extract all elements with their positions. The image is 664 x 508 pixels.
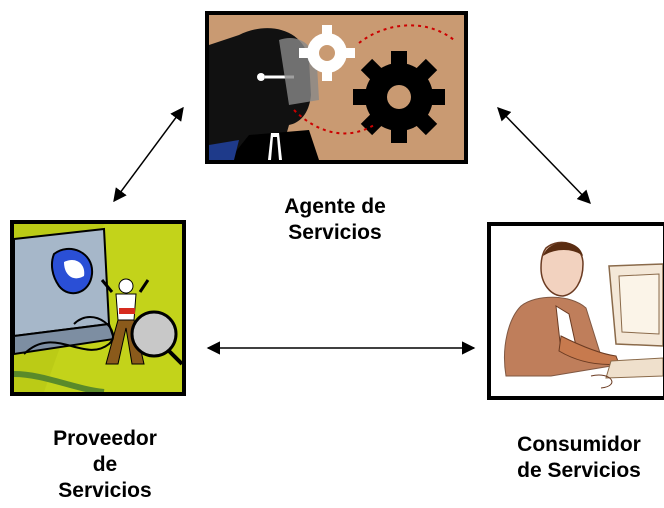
consumer-image — [487, 222, 664, 400]
consumer-label-line1: Consumidor — [517, 433, 641, 456]
provider-label: Proveedor de Servicios — [20, 426, 190, 504]
agent-label-line1: Agente de — [284, 195, 386, 218]
agent-label-line2: Servicios — [288, 221, 382, 244]
agent-label: Agente de Servicios — [245, 194, 425, 246]
consumer-label-line2: de Servicios — [517, 459, 641, 482]
arrow-agent-provider — [113, 106, 184, 203]
computer-with-person-and-magnifier-icon — [14, 224, 182, 392]
arrow-agent-consumer — [497, 107, 591, 204]
agent-image — [205, 11, 468, 164]
provider-image — [10, 220, 186, 396]
person-at-computer-icon — [491, 226, 663, 396]
provider-label-line1: Proveedor — [53, 427, 157, 450]
provider-label-line3: Servicios — [58, 479, 152, 502]
head-with-gears-icon — [209, 15, 464, 160]
consumer-label: Consumidor de Servicios — [494, 432, 664, 484]
provider-label-line2: de — [92, 453, 118, 476]
